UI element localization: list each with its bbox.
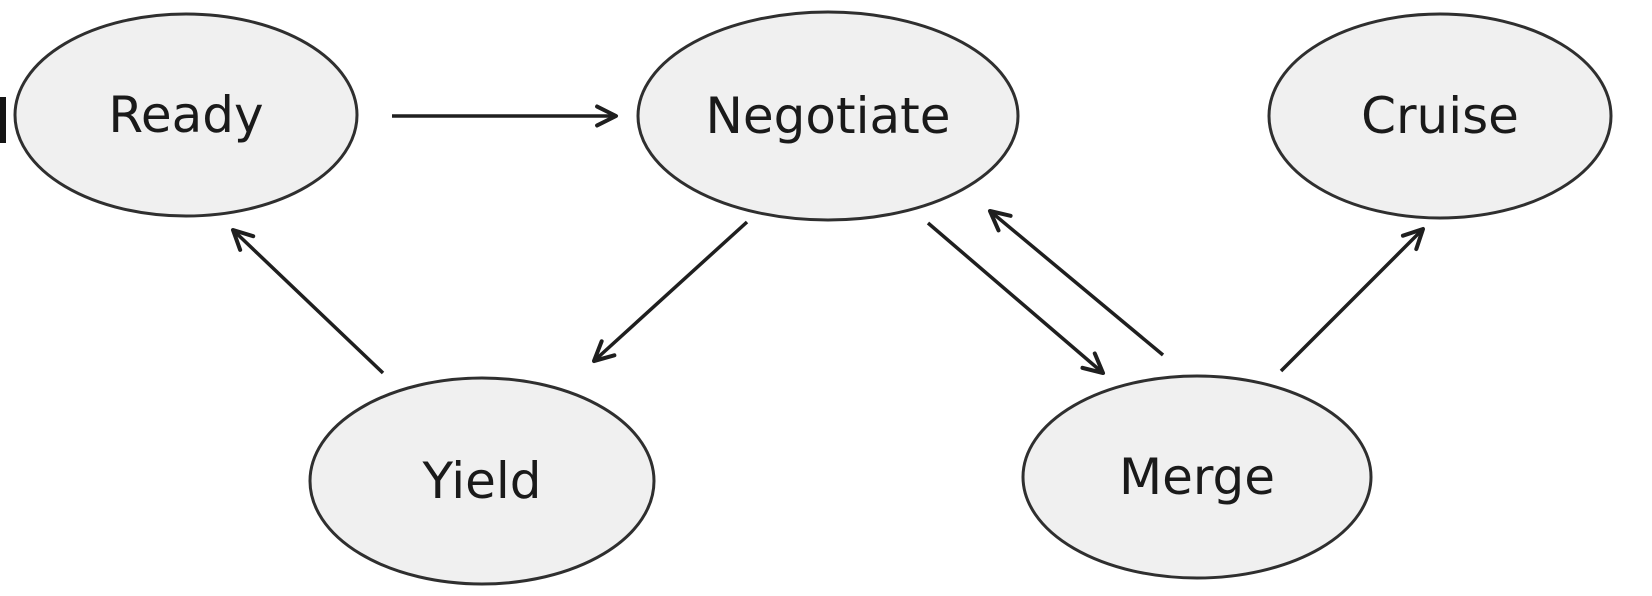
node-merge-ellipse bbox=[1021, 374, 1373, 580]
node-yield-ellipse bbox=[308, 376, 656, 586]
node-cruise-ellipse bbox=[1267, 12, 1613, 220]
node-negotiate-ellipse bbox=[636, 10, 1020, 222]
node-ready-ellipse bbox=[13, 12, 359, 218]
edge-yield-to-ready-arrow bbox=[230, 227, 385, 375]
node-merge-label: Merge bbox=[1119, 448, 1275, 506]
edge-merge-to-cruise-arrow bbox=[1279, 226, 1426, 373]
node-ready-label: Ready bbox=[108, 86, 263, 144]
node-cruise: Cruise bbox=[1267, 12, 1613, 220]
left-edge-cropped-artifact bbox=[0, 97, 6, 143]
node-negotiate-label: Negotiate bbox=[706, 87, 951, 145]
node-yield: Yield bbox=[308, 376, 656, 586]
node-merge: Merge bbox=[1021, 374, 1373, 580]
edge-negotiate-to-merge-arrow bbox=[926, 221, 1106, 376]
edge-merge-to-negotiate-arrow bbox=[987, 208, 1165, 357]
node-cruise-label: Cruise bbox=[1361, 87, 1519, 145]
node-negotiate: Negotiate bbox=[636, 10, 1020, 222]
node-yield-label: Yield bbox=[421, 452, 541, 510]
node-ready: Ready bbox=[13, 12, 359, 218]
edge-negotiate-to-yield-arrow bbox=[591, 220, 749, 364]
